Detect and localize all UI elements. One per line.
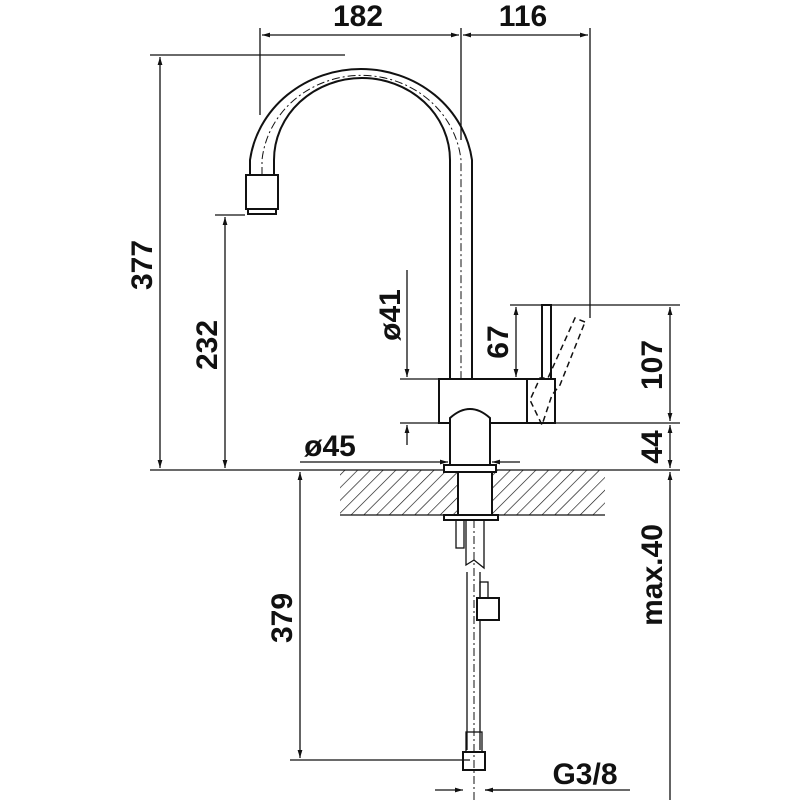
dim-lever-total-height: 107 <box>636 340 669 390</box>
dim-connection-thread: G3/8 <box>552 758 617 791</box>
countertop <box>150 469 680 516</box>
dim-total-height: 377 <box>126 240 159 290</box>
lever-open-position <box>529 317 586 427</box>
faucet-body <box>438 304 586 473</box>
dim-body-base-height: 44 <box>636 430 669 464</box>
lever <box>541 304 552 380</box>
aerator <box>245 174 279 210</box>
dim-hose-length: 379 <box>266 593 299 643</box>
spout <box>245 68 473 470</box>
dim-counter-thickness: max.40 <box>636 524 669 626</box>
dim-lever-height: 67 <box>482 325 515 358</box>
dimension-lines <box>150 28 680 800</box>
dim-body-diameter: ø41 <box>374 289 407 341</box>
mounting-and-hoses <box>443 471 500 800</box>
dim-spout-height: 232 <box>191 320 224 370</box>
dim-spout-reach: 182 <box>333 0 383 33</box>
dim-base-diameter: ø45 <box>304 430 356 463</box>
dim-lever-offset: 116 <box>499 0 547 33</box>
